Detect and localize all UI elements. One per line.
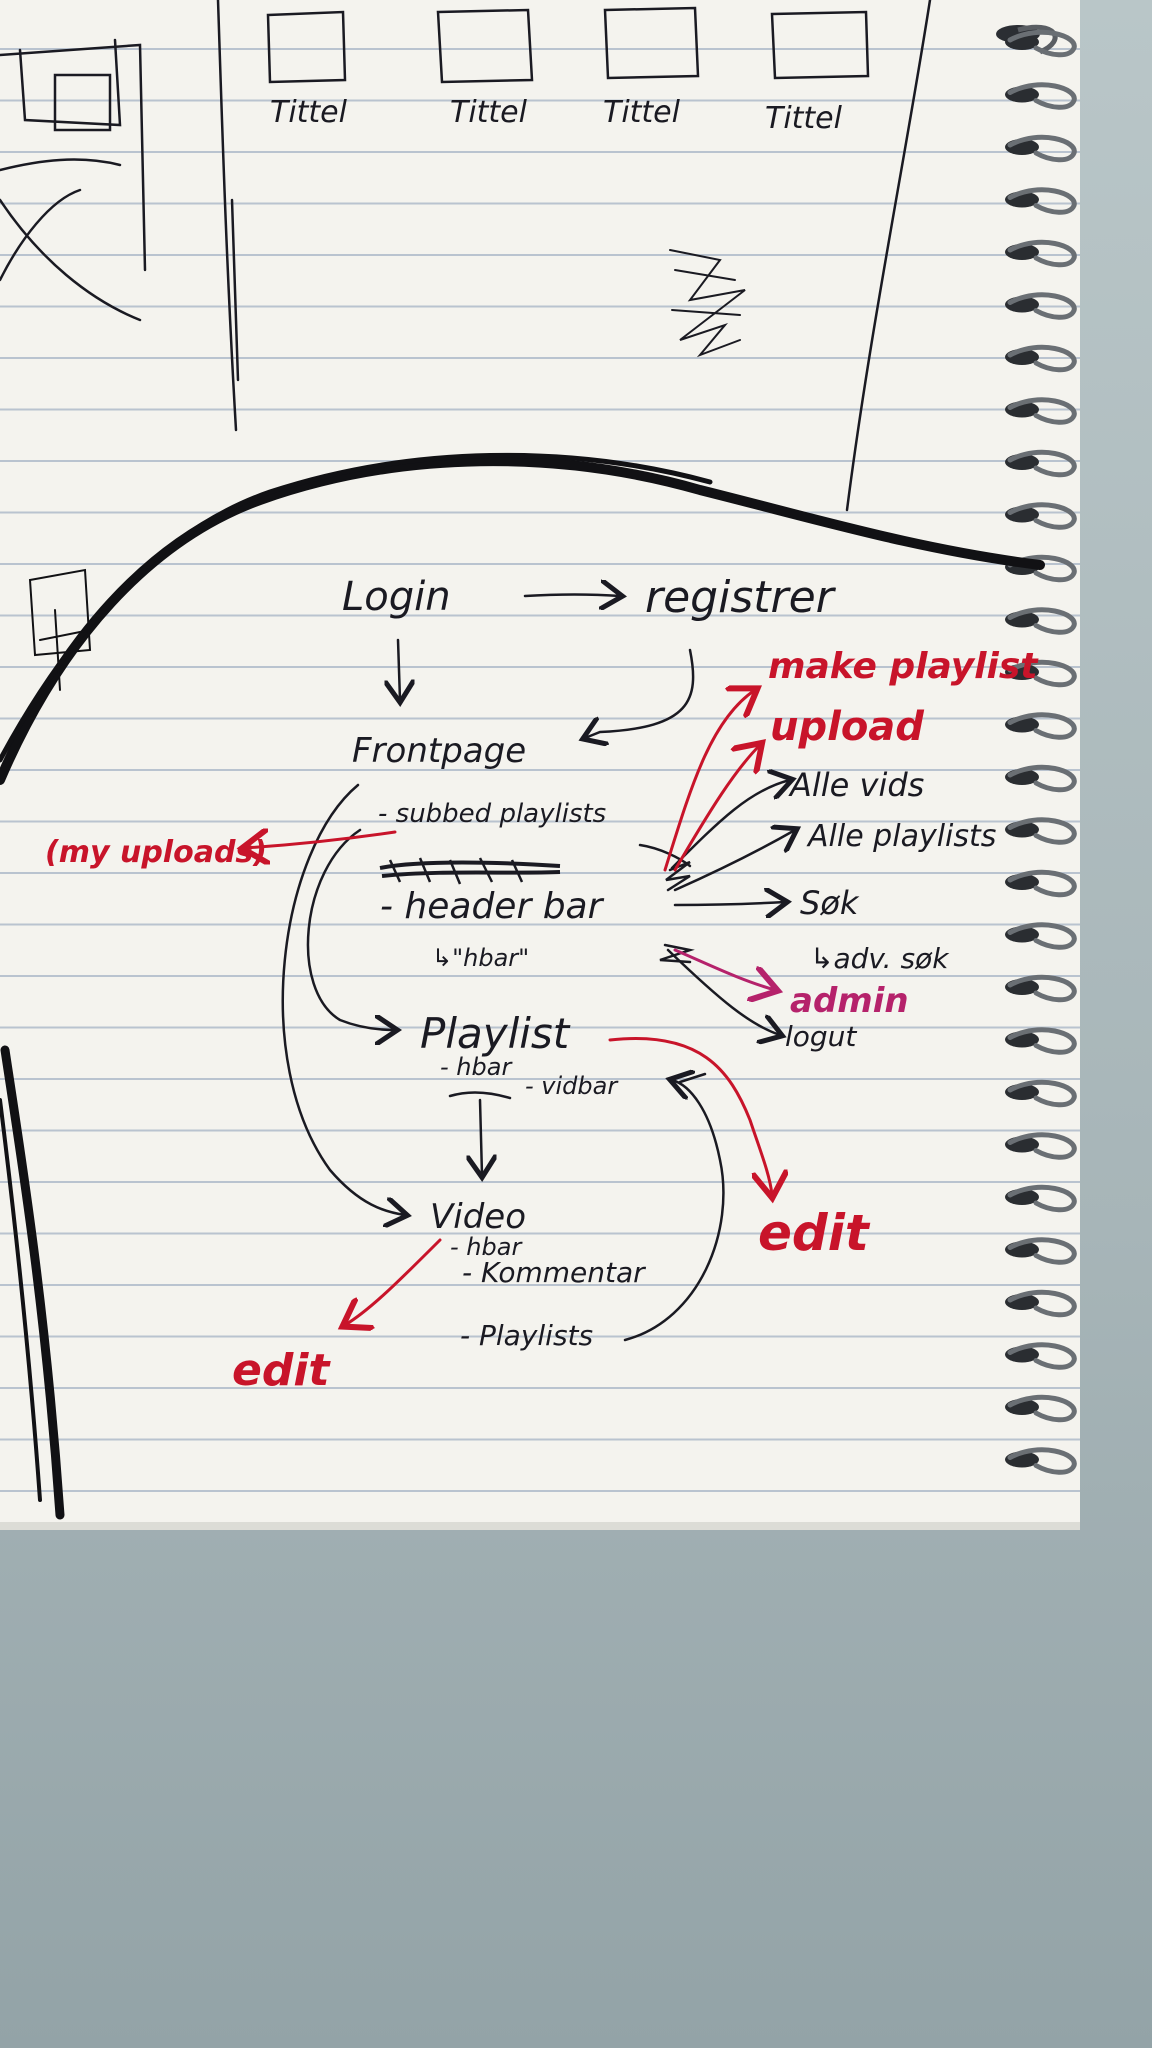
video-playlists-to-playlist-arrow [623, 1080, 725, 1342]
spiral-ring [1007, 974, 1077, 1003]
thumbnail-label-4: Tittel [765, 101, 843, 136]
spiral-ring [1007, 1394, 1077, 1423]
spiral-ring [1007, 607, 1077, 635]
struck-out-word [379, 857, 561, 885]
playlist-edit-arrow [608, 1037, 772, 1195]
playlist-to-video-arrow [480, 1098, 482, 1175]
admin-label: admin [790, 981, 909, 1021]
spiral-ring [1007, 397, 1077, 425]
video-hbar-label: - hbar [450, 1233, 523, 1261]
red-notes: (my uploads) edit edit [45, 835, 871, 1396]
my-uploads-arrow [245, 832, 397, 848]
make-playlist-arrow [663, 690, 755, 872]
spiral-ring [1007, 1342, 1077, 1370]
spiral-ring [1007, 817, 1077, 845]
spiral-ring [1007, 29, 1077, 58]
spiral-ring [1007, 187, 1077, 215]
header-bar-label: - header bar [380, 886, 605, 927]
thumbnail-label-2: Tittel [450, 95, 528, 130]
admin-arrow [673, 948, 775, 990]
red-arrows [245, 690, 772, 1325]
login-to-register-arrow [523, 595, 620, 597]
spiral-ring [1007, 82, 1077, 110]
spiral-ring [1007, 239, 1077, 268]
adv-sok-label: ↳adv. søk [810, 942, 950, 975]
top-wireframe-sketch [0, 0, 932, 512]
spiral-ring [1007, 869, 1077, 898]
thumbnail-label-3: Tittel [603, 95, 681, 130]
spiral-rings [1005, 29, 1077, 1475]
spiral-ring [1007, 1237, 1077, 1265]
frontpage-to-video-arrow [281, 783, 405, 1215]
spiral-ring [1007, 659, 1077, 688]
spiral-ring [1007, 764, 1077, 793]
make-playlist-label: make playlist [768, 646, 1039, 687]
playlist-hbar-label: - hbar [440, 1053, 513, 1081]
alle-playlists-label: Alle playlists [806, 819, 996, 854]
spiral-ring [1007, 1027, 1077, 1055]
spiral-ring [1007, 1447, 1077, 1475]
spiral-ring [1007, 1184, 1077, 1213]
notebook-page [0, 0, 1080, 1530]
spiral-ring [1007, 502, 1077, 530]
header-bar-fan-arrows [638, 780, 795, 1035]
spiral-ring [1007, 1132, 1077, 1160]
spiral-ring [1007, 134, 1077, 163]
thumbnail-label-1: Tittel [270, 95, 348, 130]
frontpage-label: Frontpage [352, 731, 526, 771]
spiral-ring [1007, 1079, 1077, 1108]
flow-labels: Login registrer Frontpage - subbed playl… [342, 572, 837, 1352]
alle-vids-label: Alle vids [788, 766, 924, 804]
login-to-frontpage-arrow [398, 638, 400, 700]
register-label: registrer [645, 572, 837, 623]
my-uploads-label: (my uploads) [45, 835, 267, 870]
header-bar-items: make playlist upload Alle vids Alle play… [768, 646, 1039, 1053]
video-edit-label: edit [232, 1345, 331, 1396]
dividing-arc [0, 452, 1045, 1520]
sok-label: Søk [800, 884, 860, 922]
video-edit-arrow [345, 1238, 442, 1325]
thumbnail-labels: Tittel Tittel Tittel Tittel [270, 95, 843, 136]
playlist-edit-label: edit [758, 1204, 871, 1262]
video-playlists-label: - Playlists [460, 1319, 593, 1352]
login-label: Login [342, 574, 451, 620]
logout-label: logut [785, 1020, 857, 1053]
hbar-note-label: ↳"hbar" [432, 944, 529, 972]
subbed-playlists-label: - subbed playlists [378, 799, 606, 829]
spiral-ring [1007, 292, 1077, 320]
spiral-ring [1007, 554, 1077, 583]
frontpage-to-playlist-arrow [306, 828, 395, 1030]
video-kommentar-label: - Kommentar [462, 1256, 646, 1289]
video-label: Video [430, 1197, 526, 1237]
spiral-ring [1007, 449, 1077, 478]
upload-arrow [673, 745, 760, 872]
playlist-label: Playlist [420, 1009, 571, 1058]
flow-arrows [281, 595, 725, 1342]
register-to-frontpage-arrow [585, 648, 695, 738]
spiral-ring [1007, 1289, 1077, 1318]
spiral-ring [1007, 712, 1077, 740]
playlist-vidbar-label: - vidbar [525, 1072, 619, 1100]
spiral-ring [1007, 922, 1077, 950]
spiral-ring [1007, 344, 1077, 373]
upload-label: upload [770, 704, 924, 750]
